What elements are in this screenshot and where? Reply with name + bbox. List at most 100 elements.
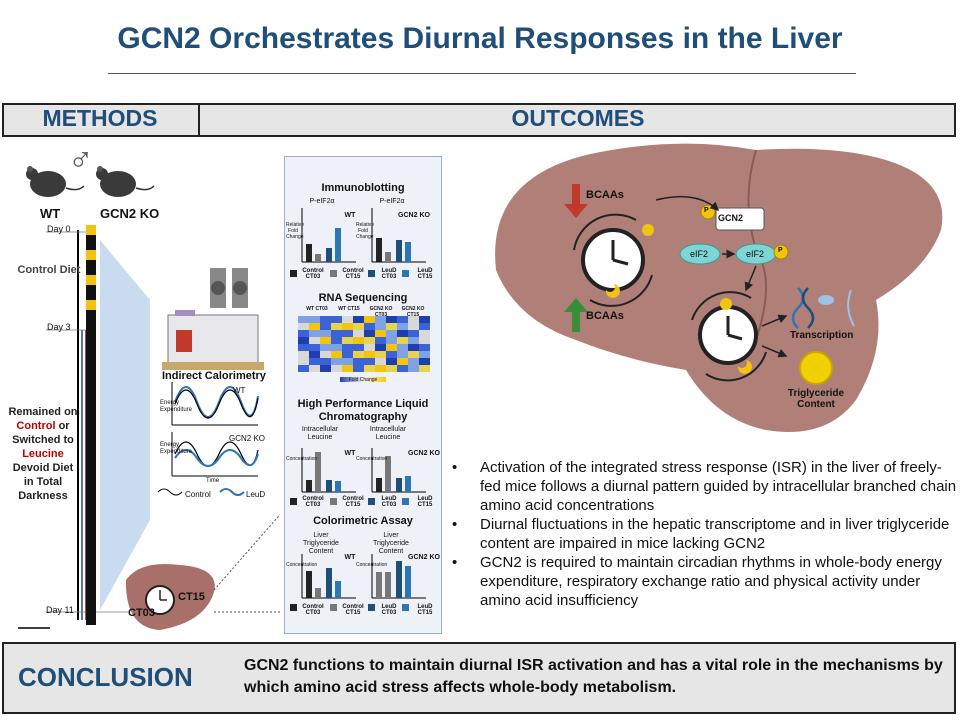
section-header-bar	[2, 103, 956, 137]
heatmap-cell	[397, 351, 408, 358]
heatmap-cell	[386, 330, 397, 337]
liver-shape	[495, 143, 943, 433]
immunoblot-wt-label: WT	[344, 212, 356, 219]
heatmap-cell	[342, 323, 353, 330]
calorimetry-plots	[157, 382, 259, 496]
heatmap-cell	[298, 365, 309, 372]
clock-icon-top	[573, 213, 654, 307]
heatmap-cell	[342, 344, 353, 351]
immunoblot-charts	[290, 208, 426, 277]
tg-legend-0: Control CT03	[302, 604, 324, 616]
heatmap-cell	[331, 358, 342, 365]
ib-legend-2: LeuD CT03	[381, 268, 397, 280]
page-title: GCN2 Orchestrates Diurnal Responses in t…	[117, 22, 843, 55]
heatmap-cell	[320, 337, 331, 344]
heatmap-cell	[419, 316, 430, 323]
heatmap-cell	[309, 330, 320, 337]
heatmap-cell	[364, 365, 375, 372]
heatmap-cell	[353, 330, 364, 337]
heatmap-cell	[364, 351, 375, 358]
heat-scale-label: Fold Change	[348, 377, 378, 383]
heatmap-cell	[298, 323, 309, 330]
heatmap-cell	[419, 337, 430, 344]
heatmap-cell	[364, 323, 375, 330]
heatmap-cell	[386, 323, 397, 330]
tg-legend-1: Control CT15	[342, 604, 364, 616]
heatmap-cell	[309, 316, 320, 323]
conclusion-box	[2, 642, 956, 714]
heatmap-cell	[408, 330, 419, 337]
heatmap-scale	[340, 377, 386, 382]
heatmap-cell	[309, 358, 320, 365]
heatmap-cell	[309, 344, 320, 351]
peif2a-label-ko: P-eIF2α	[379, 198, 405, 205]
immunoblotting-title: Immunoblotting	[321, 182, 405, 194]
calorimetry-wt-label: WT	[233, 386, 246, 395]
heatmap-cell	[419, 351, 430, 358]
hplc-legend-1: Control CT15	[342, 496, 364, 508]
calorimetry-legend-control: Control	[185, 490, 211, 499]
zoom-wedge	[100, 240, 150, 610]
heatmap-cell	[320, 358, 331, 365]
heatmap-cell	[331, 337, 342, 344]
heatmap-cell	[397, 316, 408, 323]
dna-icon	[791, 287, 855, 329]
heatmap-cell	[397, 344, 408, 351]
heatmap-cell	[331, 323, 342, 330]
tg-axis-ko: Concentration	[356, 562, 387, 568]
heatmap-cell	[320, 316, 331, 323]
heatmap-cell	[320, 351, 331, 358]
heatmap-cell	[353, 316, 364, 323]
hplc-wt-label: WT	[344, 450, 356, 457]
heat-col-0: WT CT03	[306, 306, 328, 312]
heatmap-cell	[375, 365, 386, 372]
heatmap-cell	[309, 323, 320, 330]
tg-label-ko: Liver Triglyceride Content	[373, 532, 409, 555]
heatmap-cell	[408, 365, 419, 372]
ib-legend-0: Control CT03	[302, 268, 324, 280]
tg-ko-label: GCN2 KO	[408, 554, 440, 561]
colorimetric-title: Colorimetric Assay	[313, 515, 413, 527]
heat-col-3: GCN2 KO CT15	[401, 306, 425, 318]
leucine-label-ko: Intracellular Leucine	[369, 426, 407, 441]
fold-change-axis-wt: Relative Fold Change	[286, 222, 305, 240]
heatmap-cell	[397, 330, 408, 337]
eif2-left-label: eIF2	[690, 249, 709, 259]
heatmap-cell	[331, 351, 342, 358]
methods-graphic	[18, 166, 280, 630]
list-item: •Diurnal fluctuations in the hepatic tra…	[452, 516, 950, 552]
gcn2-p-label: P	[704, 207, 709, 214]
heatmap-cell	[408, 337, 419, 344]
heatmap-cell	[408, 323, 419, 330]
heatmap-cell	[364, 337, 375, 344]
heatmap-cell	[386, 337, 397, 344]
heatmap-cell	[386, 316, 397, 323]
heatmap-cell	[419, 344, 430, 351]
hplc-legend-0: Control CT03	[302, 496, 324, 508]
tg-axis-wt: Concentration	[286, 562, 317, 568]
conclusion-heading: CONCLUSION	[18, 662, 193, 692]
up-arrow-icon	[564, 298, 588, 332]
liver-clock-icon	[96, 564, 215, 630]
diet-timeline	[18, 225, 96, 629]
tg-wt-label: WT	[344, 554, 356, 561]
heatmap-cell	[375, 337, 386, 344]
heatmap-cell	[353, 358, 364, 365]
tg-legend-3: LeuD CT15	[417, 604, 433, 616]
heatmap-cell	[298, 330, 309, 337]
heatmap-cell	[375, 323, 386, 330]
heatmap-cell	[353, 365, 364, 372]
heatmap-cell	[298, 351, 309, 358]
heatmap-cell	[342, 365, 353, 372]
heatmap-cell	[408, 344, 419, 351]
heatmap-cell	[298, 316, 309, 323]
heatmap-cell	[386, 344, 397, 351]
calorimetry-ko-label: GCN2 KO	[229, 434, 266, 443]
heatmap-cell	[386, 358, 397, 365]
heat-col-1: WT CT15	[338, 306, 360, 312]
heatmap-cell	[386, 351, 397, 358]
hplc-charts	[290, 448, 426, 505]
gcn2-label: GCN2	[718, 213, 744, 223]
bcaas-bottom-label: BCAAs	[586, 310, 624, 322]
heatmap-cell	[408, 316, 419, 323]
